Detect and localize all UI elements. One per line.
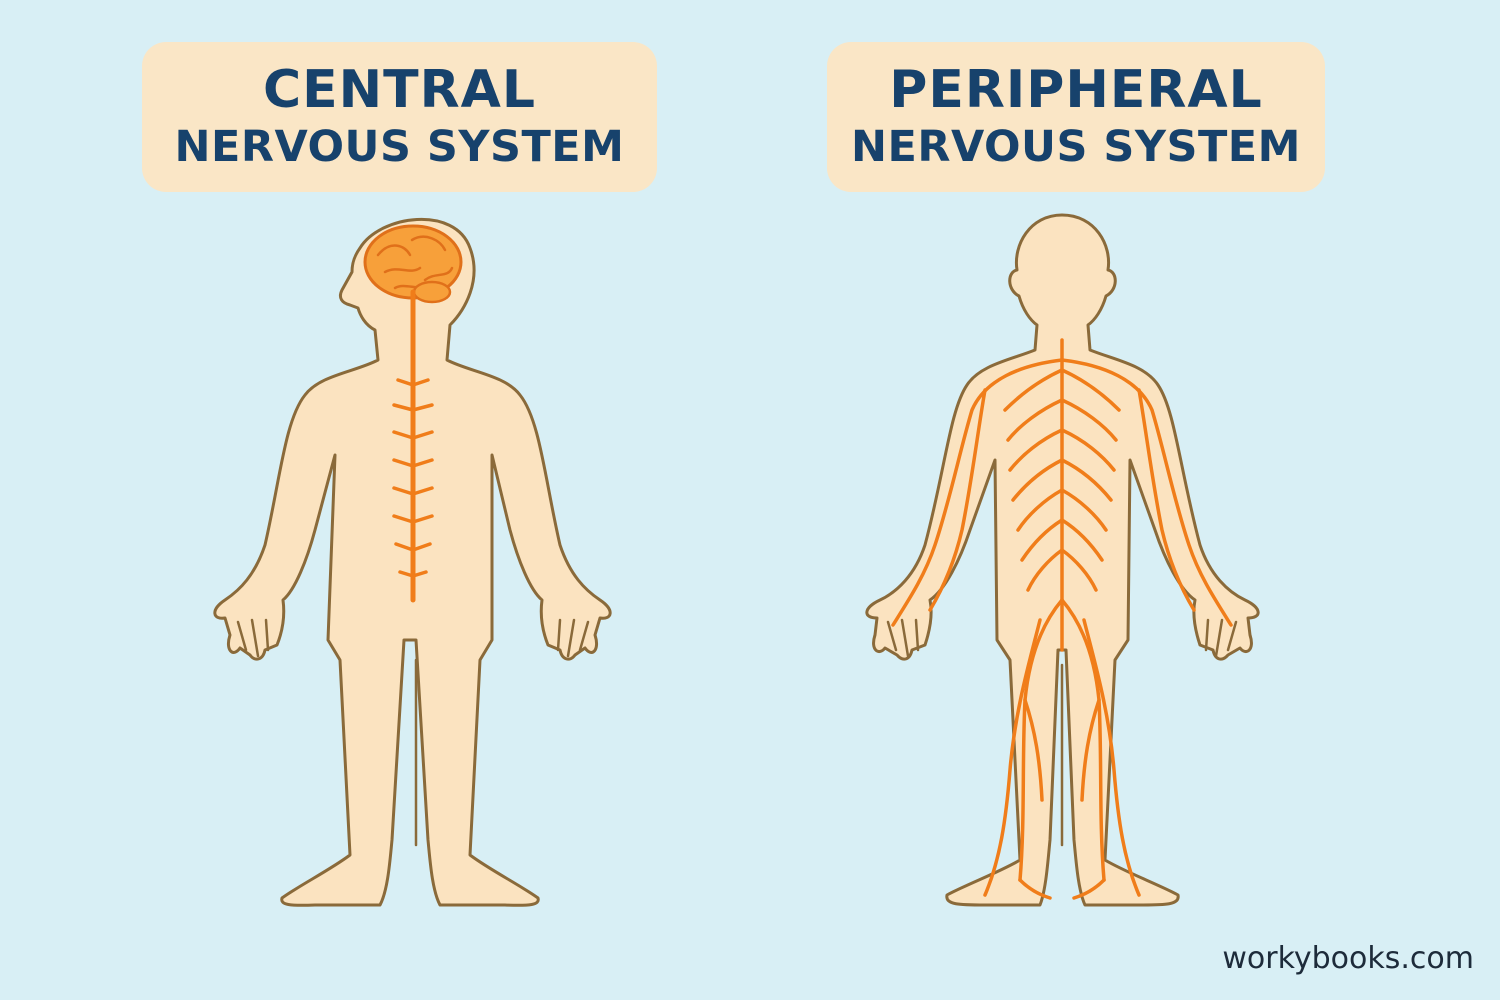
peripheral-nerves bbox=[891, 338, 1233, 900]
spinal-nerves bbox=[392, 378, 434, 578]
peripheral-title-box: PERIPHERAL NERVOUS SYSTEM bbox=[827, 42, 1325, 192]
peripheral-title-line2: NERVOUS SYSTEM bbox=[851, 122, 1301, 172]
central-figure bbox=[213, 217, 612, 907]
central-title-box: CENTRAL NERVOUS SYSTEM bbox=[142, 42, 657, 192]
central-title-line2: NERVOUS SYSTEM bbox=[174, 122, 625, 172]
watermark: workybooks.com bbox=[1222, 941, 1474, 976]
central-title-line1: CENTRAL bbox=[262, 60, 537, 120]
peripheral-title-line1: PERIPHERAL bbox=[889, 60, 1263, 120]
peripheral-figure bbox=[865, 213, 1260, 907]
